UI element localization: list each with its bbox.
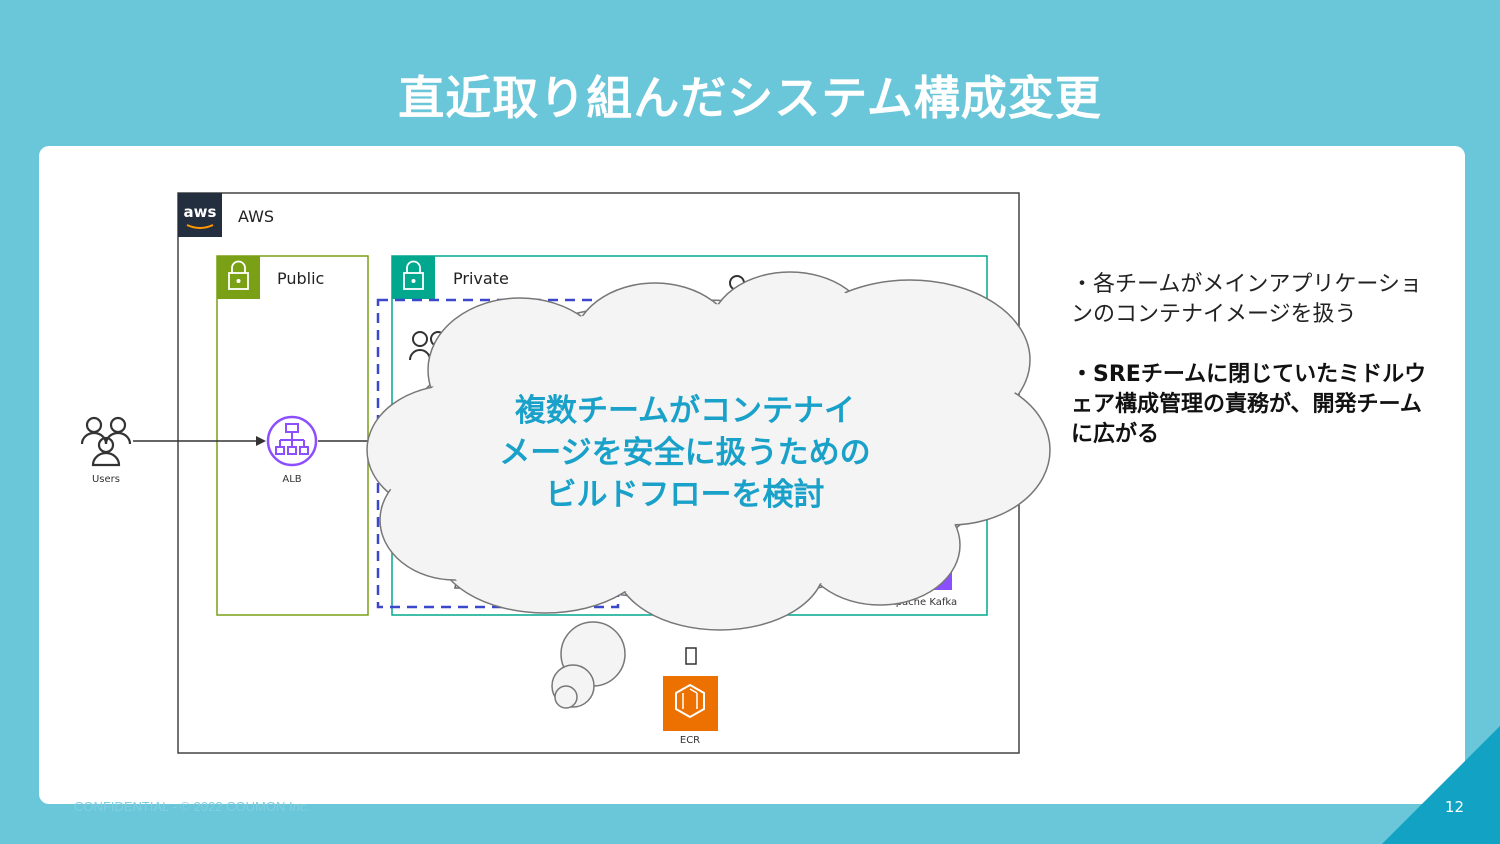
note-item-1: ・各チームがメインアプリケーションのコンテナイメージを扱う	[1071, 270, 1431, 330]
private-label: Private	[453, 269, 509, 288]
thought-bubble-tail	[552, 622, 625, 708]
users-icon	[82, 418, 130, 465]
aws-label: AWS	[238, 207, 274, 226]
private-lock-icon	[392, 256, 435, 299]
bubble-line: 複数チームがコンテナイ	[440, 390, 930, 432]
page-number: 12	[1445, 798, 1464, 816]
note-item-2: ・SREチームに閉じていたミドルウェア構成管理の責務が、開発チームに広がる	[1071, 360, 1431, 450]
corner-decoration	[1382, 726, 1500, 844]
users-label: Users	[92, 474, 120, 485]
bubble-line: メージを安全に扱うための	[440, 432, 930, 474]
aws-logo-text: aws	[184, 203, 217, 221]
ecr-connector	[686, 648, 696, 664]
confidential-footer: CONFIDENTIAL - © 2022 COUMON Inc.	[74, 799, 310, 814]
public-lock-icon	[217, 256, 260, 299]
thought-bubble-text: 複数チームがコンテナイ メージを安全に扱うための ビルドフローを検討	[440, 390, 930, 516]
alb-label: ALB	[282, 474, 301, 485]
ecr-label: ECR	[680, 735, 700, 746]
alb-icon	[268, 417, 316, 465]
bubble-line: ビルドフローを検討	[440, 474, 930, 516]
notes-panel: ・各チームがメインアプリケーションのコンテナイメージを扱う ・SREチームに閉じ…	[1071, 270, 1431, 480]
public-label: Public	[277, 269, 324, 288]
